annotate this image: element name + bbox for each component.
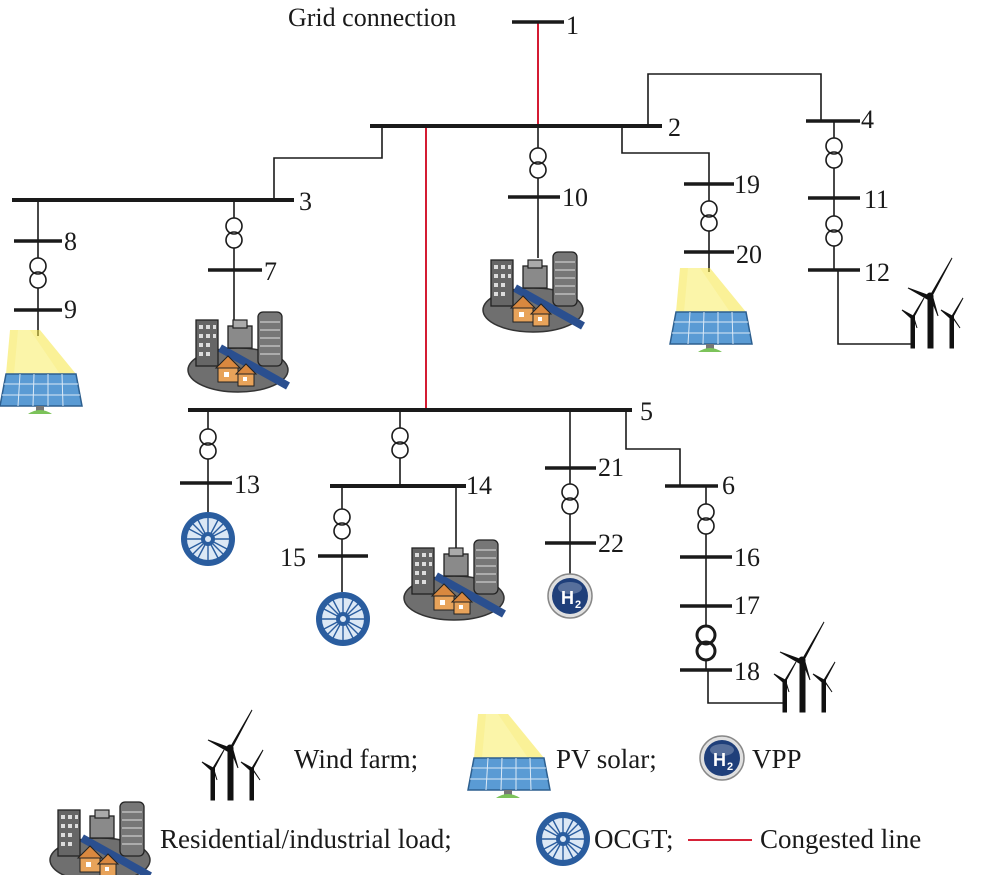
load-icon [404, 540, 504, 620]
bus-label-6: 6 [722, 471, 735, 500]
bus-label-8: 8 [64, 227, 77, 256]
legend-vpp-label: VPP [752, 744, 802, 774]
load-icon [483, 252, 583, 332]
bus-label-1: 1 [566, 11, 579, 40]
bus-label-3: 3 [299, 187, 312, 216]
wind-farm-icon [901, 257, 964, 349]
bus-label-16: 16 [734, 543, 760, 572]
legend-ocgt-icon [535, 811, 591, 867]
legend-ocgt-label: OCGT; [594, 824, 674, 854]
bus-label-22: 22 [598, 529, 624, 558]
bus-label-12: 12 [864, 258, 890, 287]
pv-solar-icon [0, 329, 83, 415]
legend-load-icon [50, 802, 150, 875]
legend-wind-farm-icon [201, 709, 264, 801]
bus-label-9: 9 [64, 295, 77, 324]
bus-label-15: 15 [280, 543, 306, 572]
busbars [12, 20, 860, 672]
bus-label-10: 10 [562, 183, 588, 212]
transformer-21-22 [561, 483, 579, 515]
bus-label-11: 11 [864, 185, 889, 214]
bus-label-18: 18 [734, 657, 760, 686]
legend-vpp-icon: H 2 [699, 735, 745, 781]
connection-lines [37, 73, 913, 704]
devices: H 2 [0, 252, 964, 713]
vpp-badge-subscript: 2 [575, 599, 581, 611]
legend-wind-farm-label: Wind farm; [294, 744, 418, 774]
bus-label-17: 17 [734, 591, 760, 620]
transformer-2-10 [529, 147, 547, 179]
bus-label-7: 7 [264, 257, 277, 286]
transformer-14-15 [333, 508, 351, 540]
legend-congested-line-label: Congested line [760, 824, 921, 854]
bus-label-20: 20 [736, 240, 762, 269]
transformer-17-18 [695, 624, 717, 662]
transformers [29, 137, 843, 662]
wind-farm-icon [773, 621, 836, 713]
load-icon [188, 312, 288, 392]
bus-label-5: 5 [640, 397, 653, 426]
bus-label-13: 13 [234, 470, 260, 499]
transformer-11-12 [825, 215, 843, 247]
congested-lines [425, 22, 539, 410]
ocgt-icon [180, 511, 236, 567]
vpp-badge-letter: H [561, 588, 574, 608]
bus-label-14: 14 [466, 471, 492, 500]
transformer-4-11 [825, 137, 843, 169]
transformer-8-9 [29, 257, 47, 289]
legend-vpp-badge-subscript: 2 [727, 761, 733, 773]
ocgt-icon [315, 591, 371, 647]
labels: Grid connection 1 2 3 4 5 6 7 8 9 10 11 … [64, 3, 890, 686]
bus-label-21: 21 [598, 453, 624, 482]
bus-label-19: 19 [734, 170, 760, 199]
legend-pv-solar-icon [467, 713, 551, 799]
transformer-3-7 [225, 217, 243, 249]
vpp-icon: H 2 [547, 573, 593, 619]
pv-solar-icon [669, 267, 753, 353]
transformer-6-16 [697, 503, 715, 535]
transformer-5-14 [391, 427, 409, 459]
transformer-19-20 [700, 200, 718, 232]
legend: Wind farm; PV solar; H 2 VPP Residential… [50, 709, 921, 875]
bus-label-4: 4 [861, 105, 874, 134]
grid-connection-label: Grid connection [288, 3, 456, 32]
bus-label-2: 2 [668, 113, 681, 142]
transformer-5-13 [199, 428, 217, 460]
legend-vpp-badge-letter: H [713, 750, 726, 770]
legend-load-label: Residential/industrial load; [160, 824, 452, 854]
legend-pv-solar-label: PV solar; [556, 744, 657, 774]
